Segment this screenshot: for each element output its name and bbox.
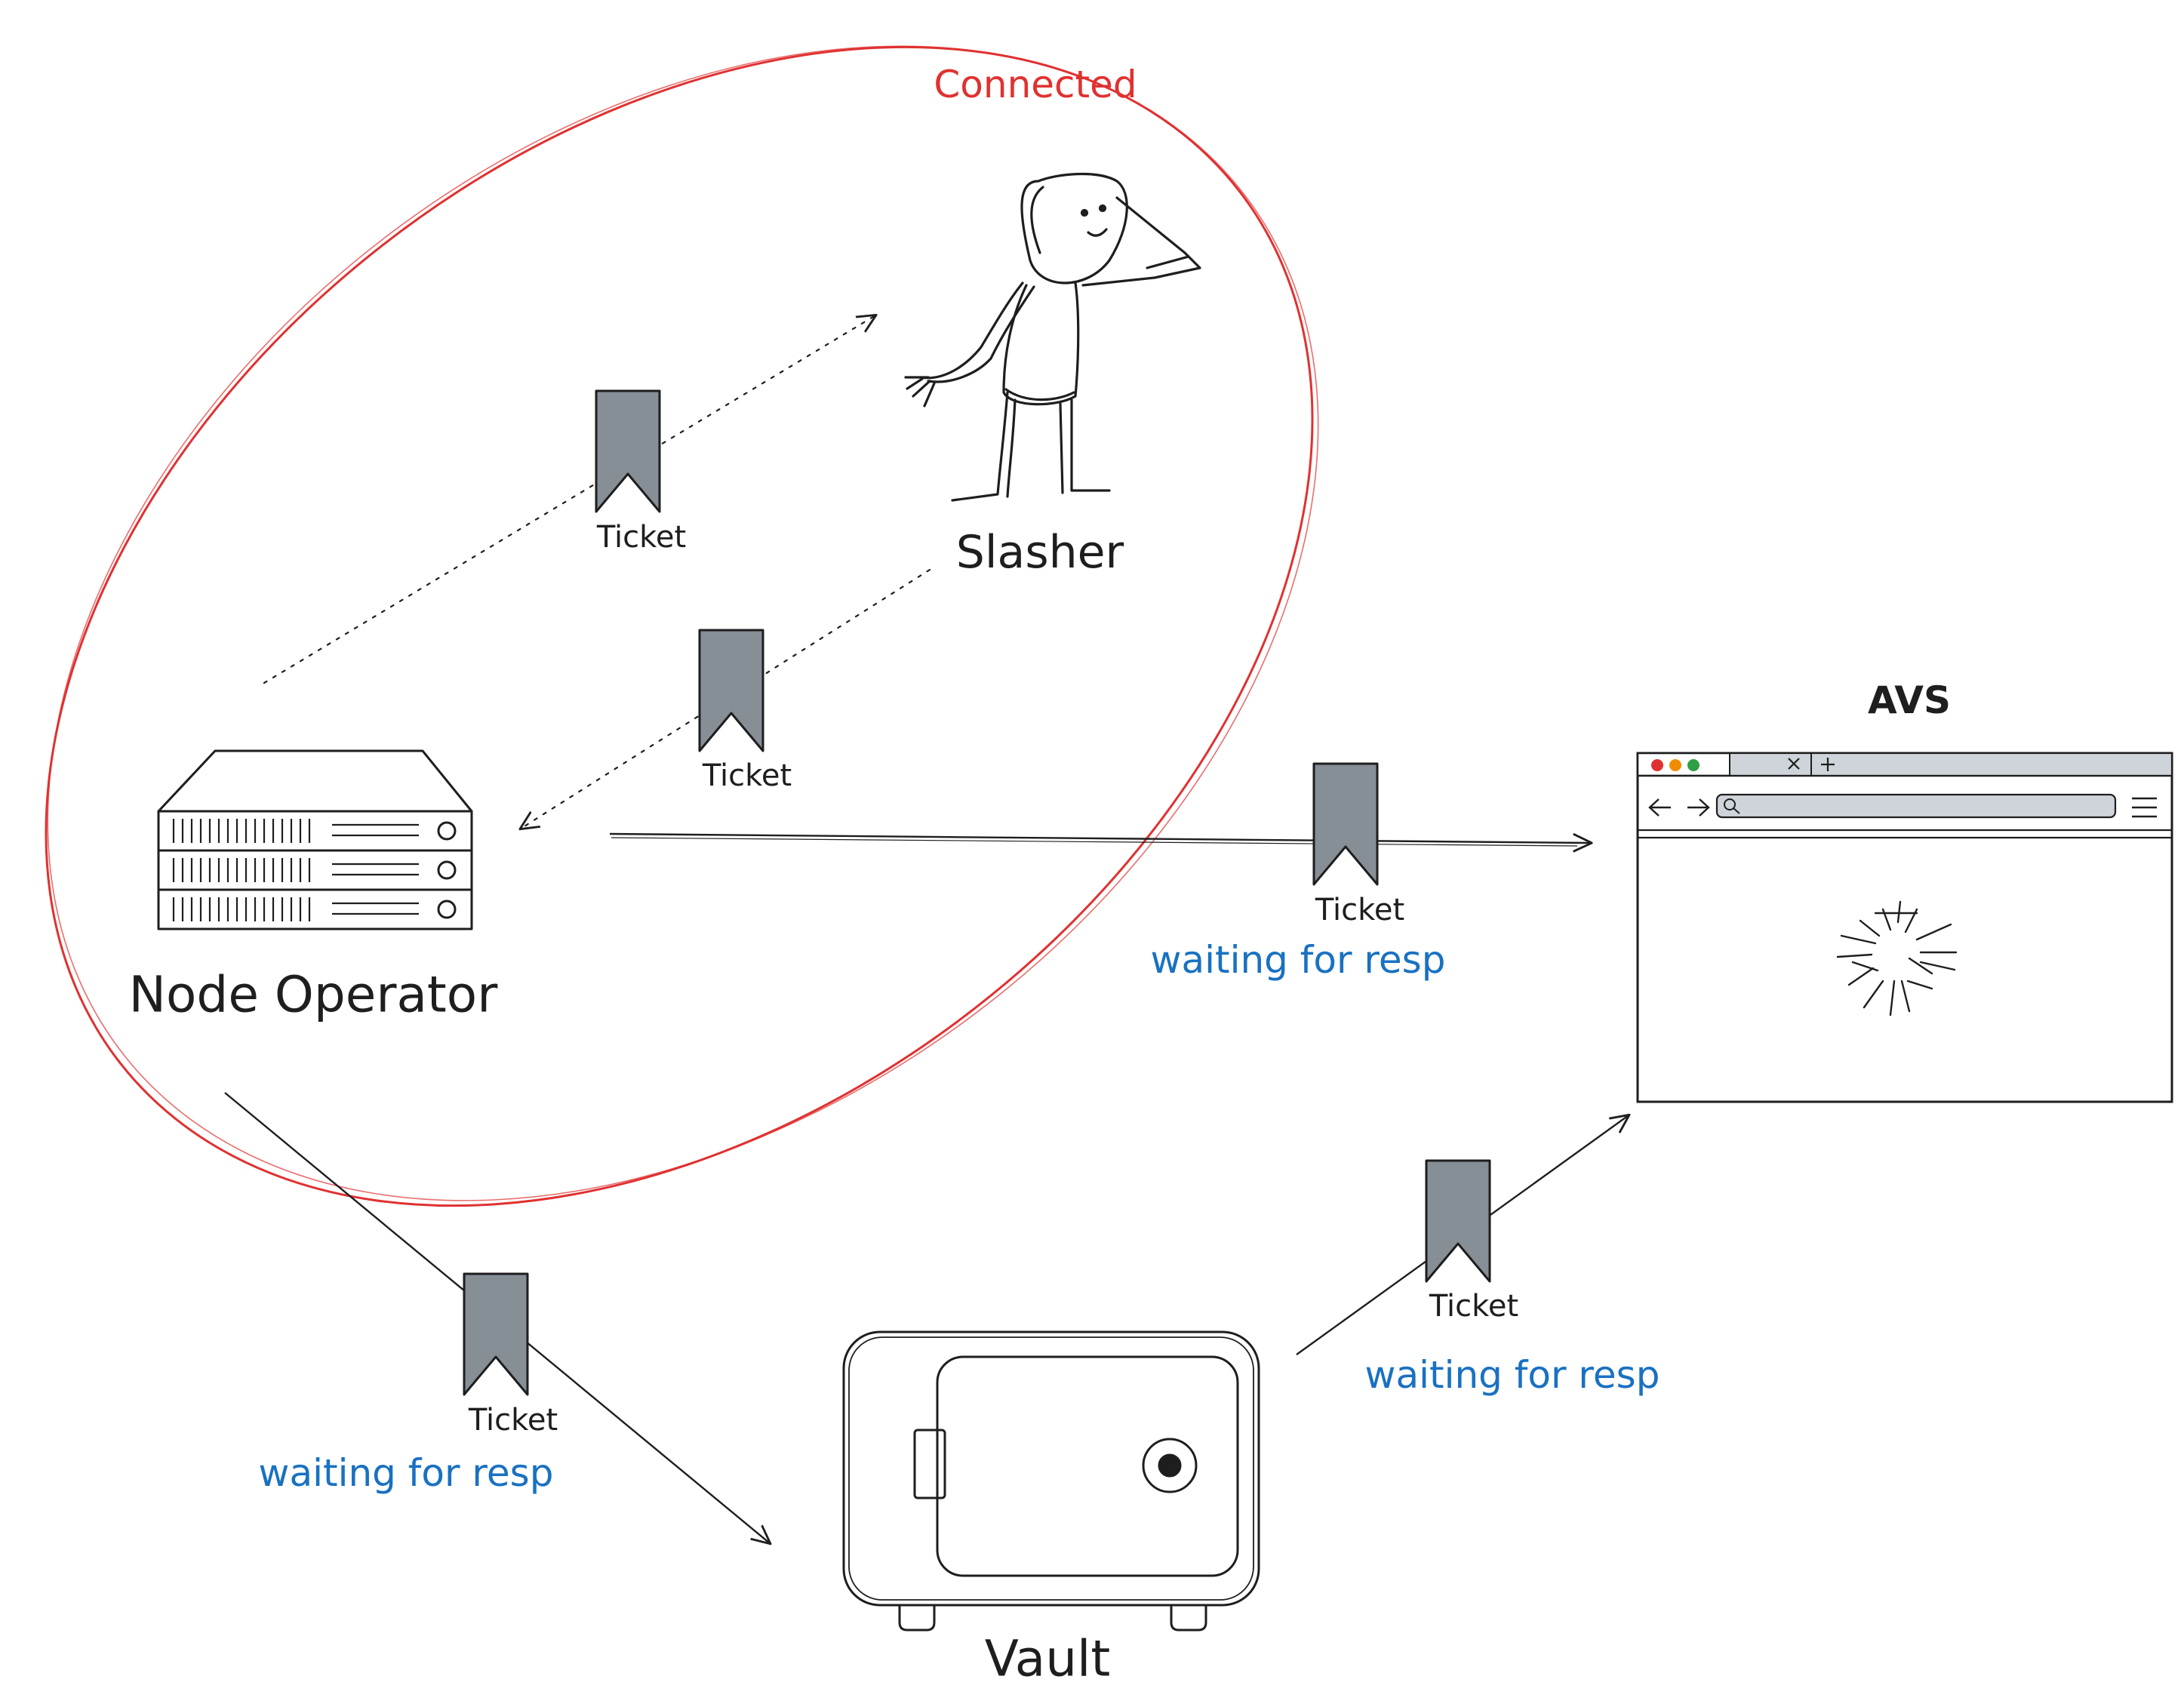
browser-minimize-dot — [1669, 759, 1681, 771]
ticket-label-slasher-to-operator: Ticket — [702, 758, 792, 793]
loading-spinner-icon — [1836, 900, 1958, 1017]
bookmark-ribbon-icon — [595, 389, 661, 513]
bookmark-ribbon-icon — [698, 629, 764, 752]
bookmark-ribbon-icon — [1425, 1159, 1491, 1283]
connected-group-label: Connected — [934, 63, 1137, 106]
safe-dial-icon — [1158, 1453, 1182, 1478]
ticket-label-operator-to-vault: Ticket — [468, 1403, 558, 1438]
arrow-operator-to-slasher — [263, 315, 875, 684]
browser-close-dot — [1651, 759, 1663, 771]
avs-label: AVS — [1867, 678, 1952, 722]
connected-group-outline — [45, 45, 1319, 1207]
status-operator-to-avs: waiting for resp — [1150, 938, 1446, 982]
browser-maximize-dot — [1687, 759, 1700, 771]
arrow-slasher-to-operator — [521, 568, 931, 829]
ticket-label-operator-to-avs: Ticket — [1315, 893, 1405, 927]
vault-label: Vault — [984, 1629, 1111, 1688]
status-operator-to-vault: waiting for resp — [258, 1451, 554, 1495]
ticket-label-operator-to-slasher: Ticket — [596, 520, 687, 555]
stick-figure-icon — [904, 172, 1201, 502]
status-vault-to-avs: waiting for resp — [1364, 1353, 1660, 1397]
node-operator-label: Node Operator — [128, 965, 498, 1024]
browser-window-icon — [1636, 752, 2173, 1103]
ticket-label-vault-to-avs: Ticket — [1429, 1289, 1519, 1324]
server-rack-icon — [157, 749, 473, 930]
arrow-operator-to-avs — [609, 834, 1591, 843]
slasher-label: Slasher — [955, 526, 1124, 579]
bookmark-ribbon-icon — [1312, 762, 1379, 886]
safe-icon — [842, 1330, 1260, 1632]
bookmark-ribbon-icon — [463, 1272, 529, 1396]
